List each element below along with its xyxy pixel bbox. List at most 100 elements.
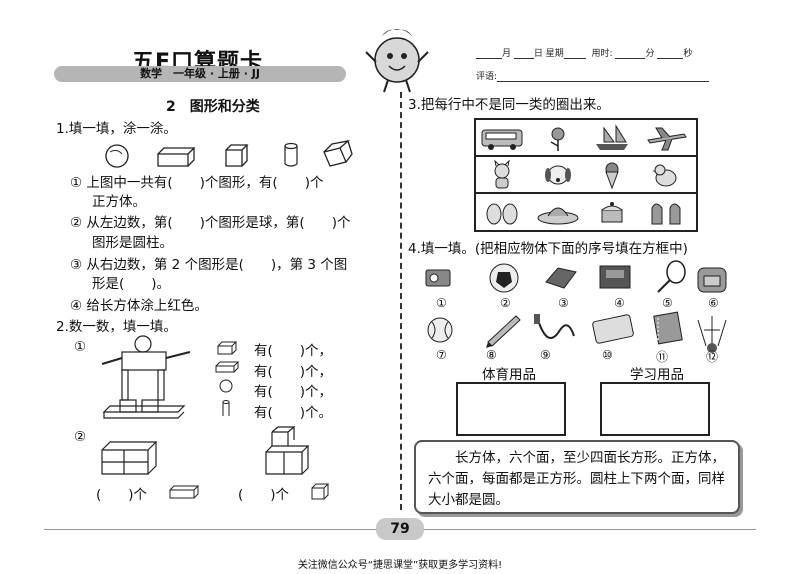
q4-numbers-row-1: ① ② ③ ④ ⑤ ⑥ xyxy=(418,296,738,314)
day-label: 日 xyxy=(533,49,543,59)
baseball-icon xyxy=(427,317,453,343)
month-label: 月 xyxy=(502,49,512,59)
second-blank[interactable] xyxy=(657,49,684,59)
q2-title: 2.数一数，填一填。 xyxy=(56,319,177,335)
chicken-icon[interactable] xyxy=(644,161,688,189)
q1-shapes-row xyxy=(105,139,353,168)
gloves-icon[interactable] xyxy=(644,198,688,226)
date-time-line: 月 日 星期 用时: 分 秒 xyxy=(476,46,692,59)
number-12: ⑫ xyxy=(706,350,719,364)
comment-blank[interactable] xyxy=(497,72,710,82)
ball-legend-icon xyxy=(219,379,233,393)
q1-item-4: ④ 给长方体涂上红色。 xyxy=(70,298,208,314)
subject-bar: 数学 一年级 · 上册 · JJ xyxy=(54,66,346,82)
q4-numbers-row-2: ⑦ ⑧ ⑨ ⑩ ⑪ ⑫ xyxy=(418,348,738,366)
q2-marker-1: ① xyxy=(74,339,87,355)
ice-cream-icon[interactable] xyxy=(590,161,634,190)
unit-title: 2 图形和分类 xyxy=(166,99,260,115)
stacked-cubes-figure xyxy=(265,426,310,475)
number-9: ⑨ xyxy=(540,348,551,362)
q1-item-2-cont: 图形是圆柱。 xyxy=(92,235,173,251)
cylinder-shape xyxy=(284,142,298,167)
weekday-blank[interactable] xyxy=(563,49,586,59)
tip-box: 长方体，六个面，至少四面长方形。正方体，六个面，每面都是正方形。圆柱上下两个面，… xyxy=(414,440,740,514)
number-8: ⑧ xyxy=(486,348,497,362)
study-box-label: 学习用品 xyxy=(630,367,684,383)
count-row-cube[interactable]: 有( )个， xyxy=(254,343,333,359)
flower-icon[interactable] xyxy=(536,124,580,152)
number-7: ⑦ xyxy=(436,348,447,362)
slippers-icon[interactable] xyxy=(480,198,524,226)
count-row-ball[interactable]: 有( )个， xyxy=(254,384,333,400)
count-row-cuboid[interactable]: 有( )个， xyxy=(254,364,333,380)
sports-box-label: 体育用品 xyxy=(482,367,536,383)
mascot-illustration xyxy=(365,29,429,93)
stacked-cuboids-figure xyxy=(101,441,158,475)
pencil-icon xyxy=(486,315,521,348)
q2-answer-cube[interactable]: ( )个 xyxy=(238,487,290,503)
tilted-cube-shape xyxy=(323,139,353,167)
comment-line: 评语: xyxy=(476,69,710,82)
q2-marker-2: ② xyxy=(74,429,87,445)
page-number: 79 xyxy=(376,518,424,540)
number-11: ⑪ xyxy=(656,350,669,364)
cylinder-legend-icon xyxy=(222,402,230,416)
cuboid-legend-icon xyxy=(215,361,240,373)
q1-item-1: ① 上图中一共有( )个图形，有( )个 xyxy=(70,175,324,191)
jump-rope-icon xyxy=(534,314,575,339)
number-10: ⑩ xyxy=(602,348,613,362)
q1-item-3-cont: 形是( )。 xyxy=(92,276,171,292)
q1-title: 1.填一填，涂一涂。 xyxy=(56,121,177,137)
shuttlecock-icon xyxy=(697,316,727,353)
cube-answer-icon xyxy=(311,483,330,500)
q2-shape-legend xyxy=(215,341,240,416)
q3-row-vehicles xyxy=(476,120,696,157)
cube-shape xyxy=(225,144,249,167)
ball-shape xyxy=(105,144,129,168)
robot-figure xyxy=(101,335,191,419)
day-blank[interactable] xyxy=(513,49,534,59)
q1-item-2: ② 从左边数，第( )个图形是球，第( )个 xyxy=(70,215,351,231)
minute-label: 分 xyxy=(645,49,655,59)
cat-icon[interactable] xyxy=(480,159,524,189)
sports-answer-box[interactable] xyxy=(456,382,566,436)
number-6: ⑥ xyxy=(708,296,719,310)
cake-icon[interactable] xyxy=(590,198,634,226)
eraser-icon xyxy=(545,267,577,289)
airplane-icon[interactable] xyxy=(644,124,688,152)
count-row-cylinder[interactable]: 有( )个。 xyxy=(254,405,333,421)
number-1: ① xyxy=(436,296,447,310)
backpack-icon xyxy=(697,267,727,293)
q4-title: 4.填一填。(把相应物体下面的序号填在方框中) xyxy=(408,241,688,257)
sailboat-icon[interactable] xyxy=(590,124,634,152)
number-5: ⑤ xyxy=(662,296,673,310)
racket-icon xyxy=(657,260,686,293)
q3-title: 3.把每行中不是同一类的圈出来。 xyxy=(408,97,610,113)
minute-blank[interactable] xyxy=(615,49,646,59)
dog-icon[interactable] xyxy=(536,161,580,189)
number-2: ② xyxy=(500,296,511,310)
time-label: 用时: xyxy=(591,49,613,59)
cube-legend-icon xyxy=(217,341,238,355)
notebook-icon xyxy=(653,311,683,345)
second-label: 秒 xyxy=(683,49,693,59)
weekday-label: 星期 xyxy=(545,49,564,59)
q1-item-1-cont: 正方体。 xyxy=(92,194,146,210)
sharpener-icon xyxy=(425,269,451,287)
column-divider xyxy=(400,92,402,510)
comment-label: 评语: xyxy=(476,72,498,82)
tip-text: 长方体，六个面，至少四面长方形。正方体，六个面，每面都是正方形。圆柱上下两个面，… xyxy=(428,450,725,508)
number-4: ④ xyxy=(614,296,625,310)
cuboid-answer-icon xyxy=(169,485,200,499)
q3-row-animals xyxy=(476,157,696,194)
q1-item-3: ③ 从右边数，第 2 个图形是( )，第 3 个图 xyxy=(70,257,348,273)
study-answer-box[interactable] xyxy=(600,382,710,436)
q2-answer-cuboid[interactable]: ( )个 xyxy=(96,487,148,503)
month-blank[interactable] xyxy=(476,49,502,59)
pencil-case-icon xyxy=(592,314,634,344)
q3-row-clothing xyxy=(476,194,696,231)
hat-icon[interactable] xyxy=(536,198,580,226)
bus-icon[interactable] xyxy=(480,124,524,152)
footer-note: 关注微信公众号“捷思课堂”获取更多学习资料! xyxy=(297,560,503,571)
number-3: ③ xyxy=(558,296,569,310)
